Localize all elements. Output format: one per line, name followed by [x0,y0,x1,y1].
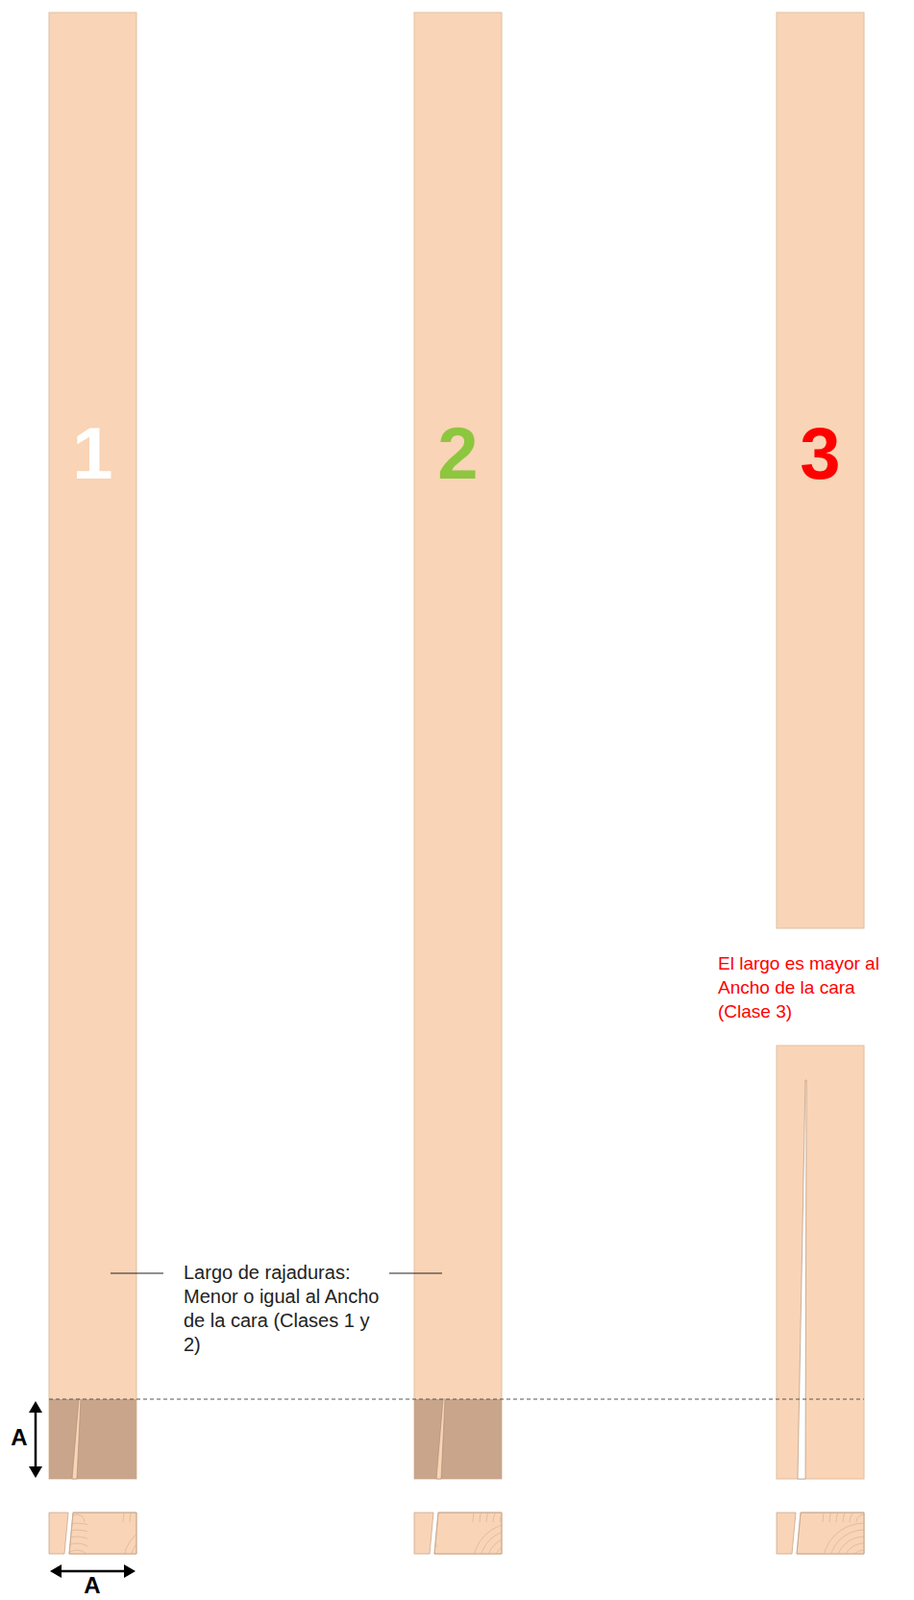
leader-line [389,1272,443,1274]
crack-zone [414,1399,502,1480]
class-number: 3 [799,417,840,491]
reference-line [49,1399,865,1401]
dimension-label: A [80,1574,104,1598]
board [776,12,865,929]
dimension-label: A [7,1426,31,1450]
crack-zone [49,1399,137,1480]
board-number-area: 1 [49,403,137,504]
leader-line [110,1272,164,1274]
class-number: 1 [72,417,113,491]
board-number-area: 2 [414,403,502,504]
crack [797,1080,807,1480]
board [49,12,137,1480]
board-number-area: 3 [776,403,865,504]
crack [72,1399,81,1480]
board [414,12,502,1480]
cross-section [49,1512,865,1555]
board [776,1045,865,1480]
dimension-arrow [28,1401,136,1579]
crack [436,1399,445,1480]
class12-note: Largo de rajaduras: Menor o igual al Anc… [183,1260,381,1358]
class-number: 2 [437,417,478,491]
class3-note: El largo es mayor al Ancho de la cara (C… [717,951,911,1024]
